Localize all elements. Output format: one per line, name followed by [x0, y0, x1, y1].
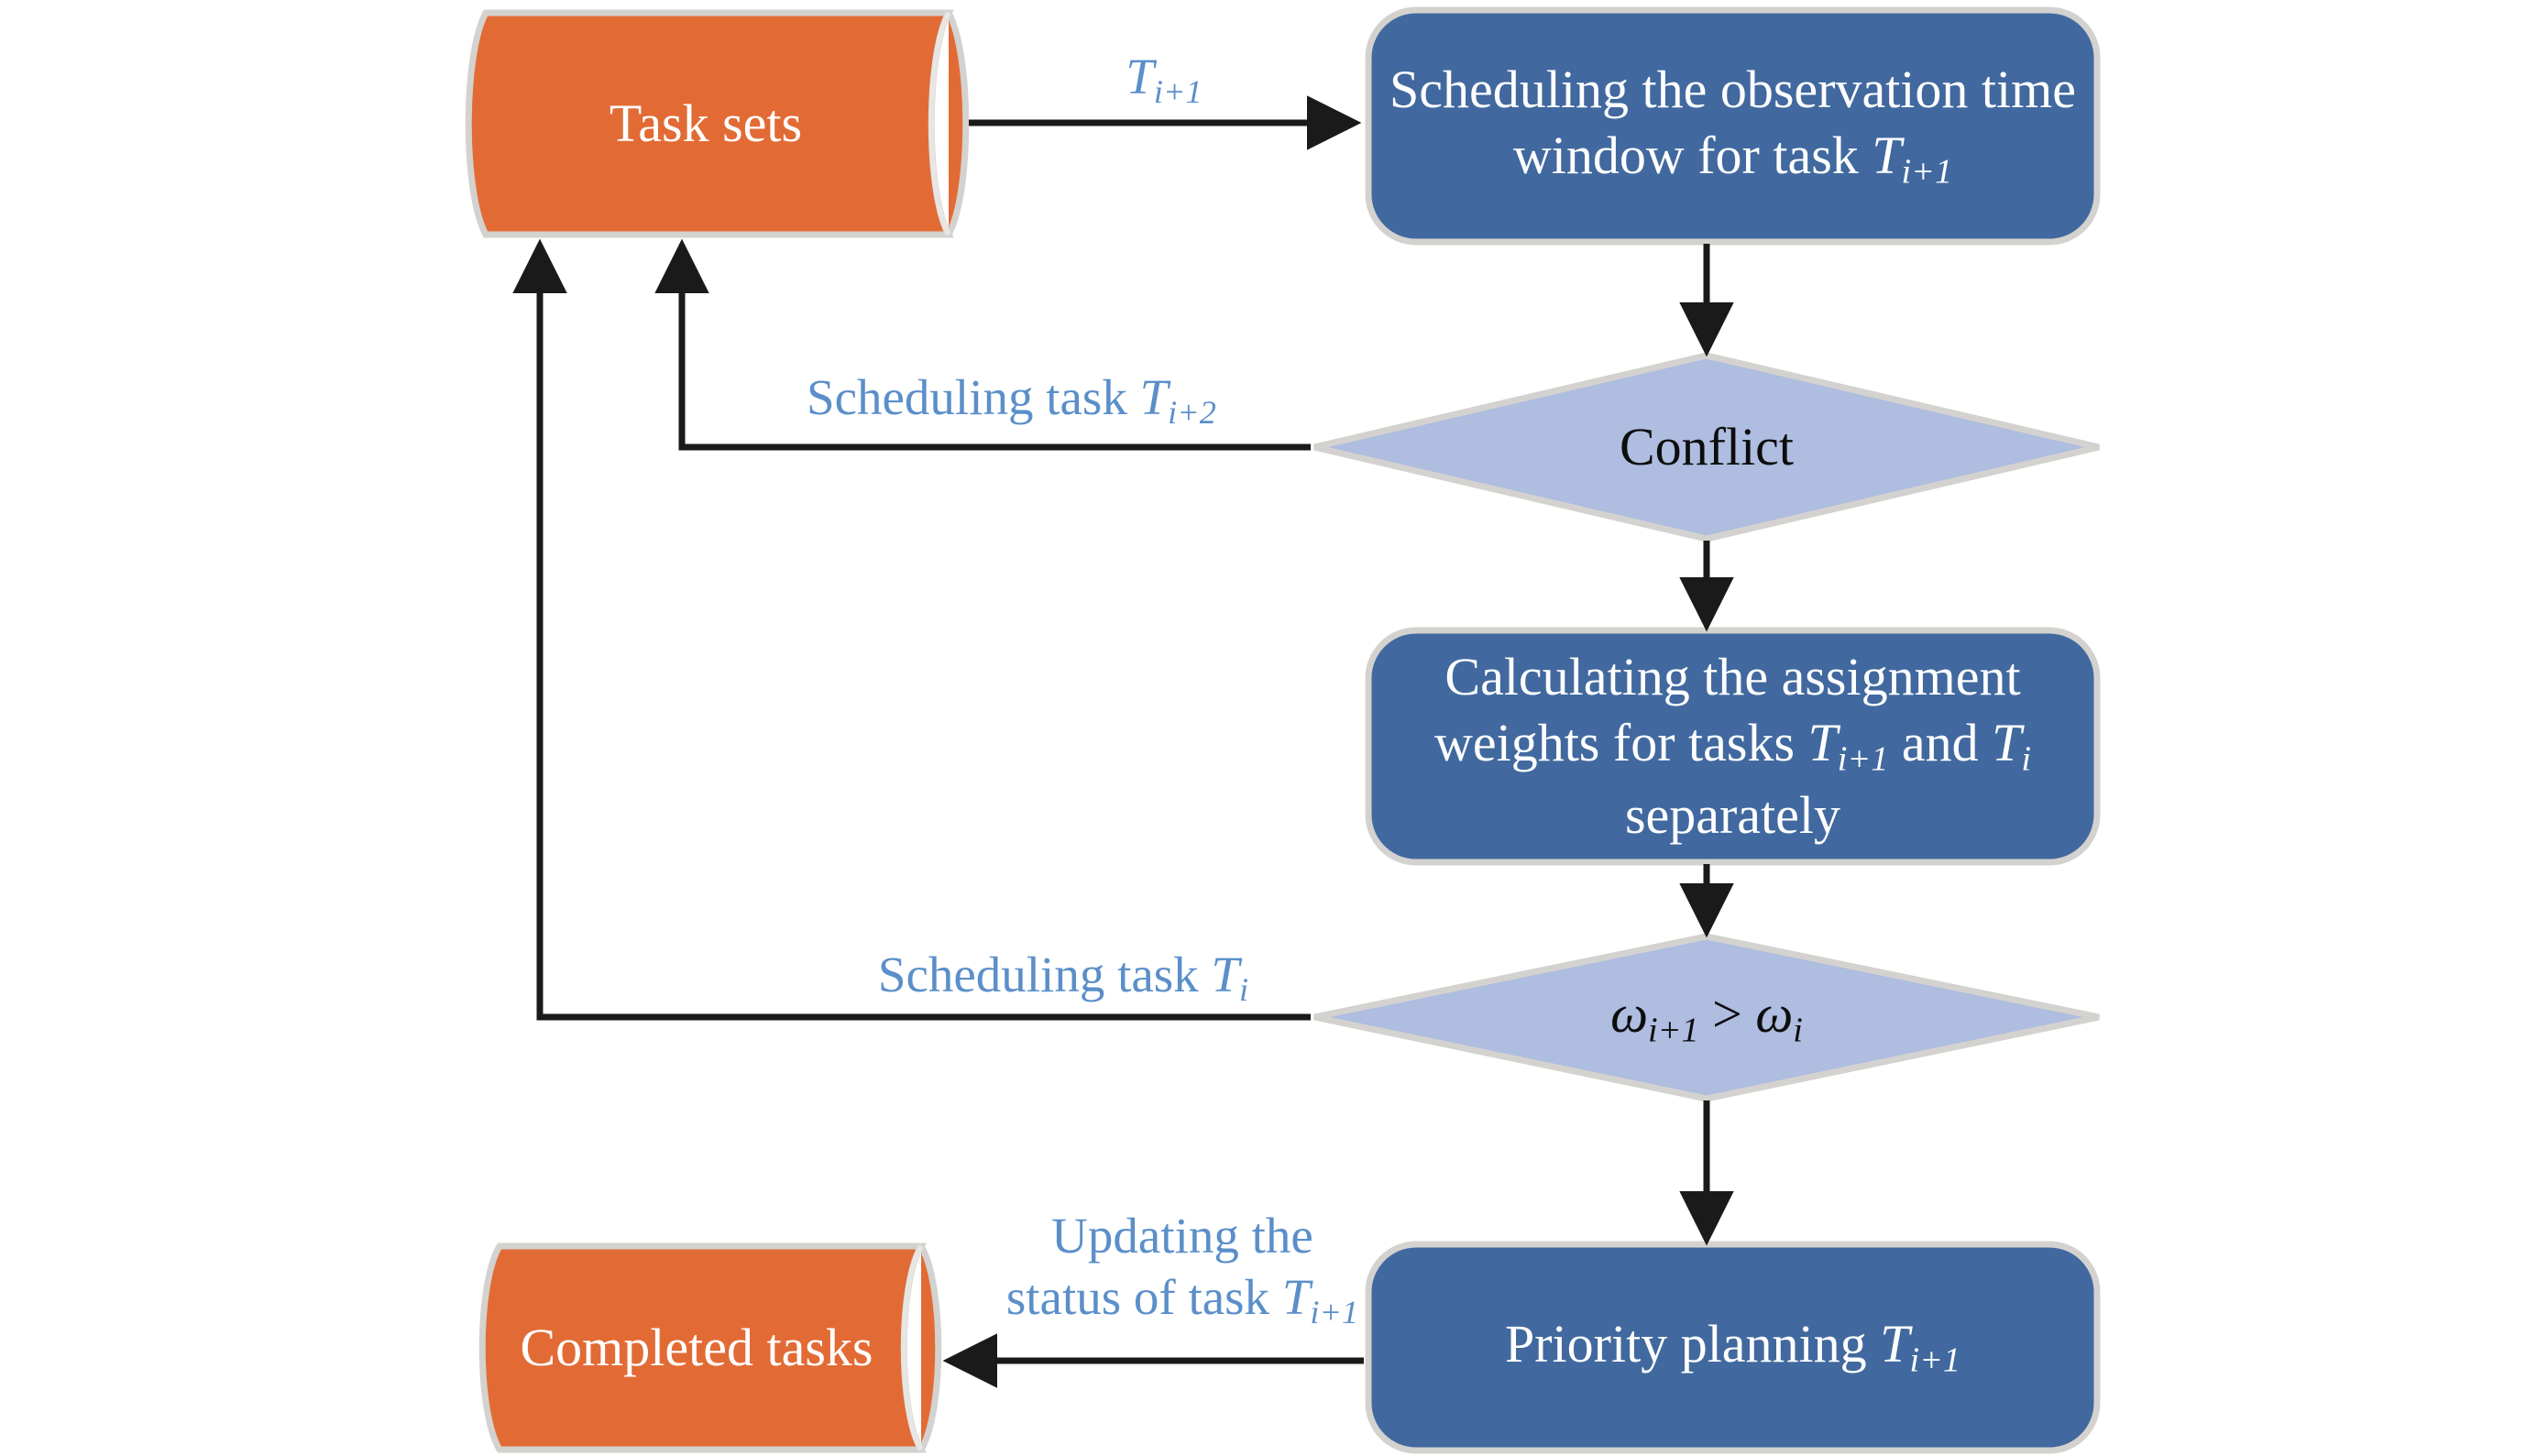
- node-schedule-window[interactable]: [1365, 6, 2101, 246]
- node-calc-weights[interactable]: [1365, 627, 2101, 866]
- node-completed-tasks[interactable]: [478, 1243, 942, 1453]
- edge-omega-to-task-sets: [512, 238, 1311, 1021]
- node-task-sets[interactable]: [465, 9, 970, 238]
- node-priority-planning[interactable]: [1365, 1241, 2101, 1454]
- node-conflict[interactable]: [1313, 352, 2100, 542]
- node-omega-compare[interactable]: [1313, 933, 2100, 1102]
- edge-conflict-to-task-sets: [654, 238, 1311, 451]
